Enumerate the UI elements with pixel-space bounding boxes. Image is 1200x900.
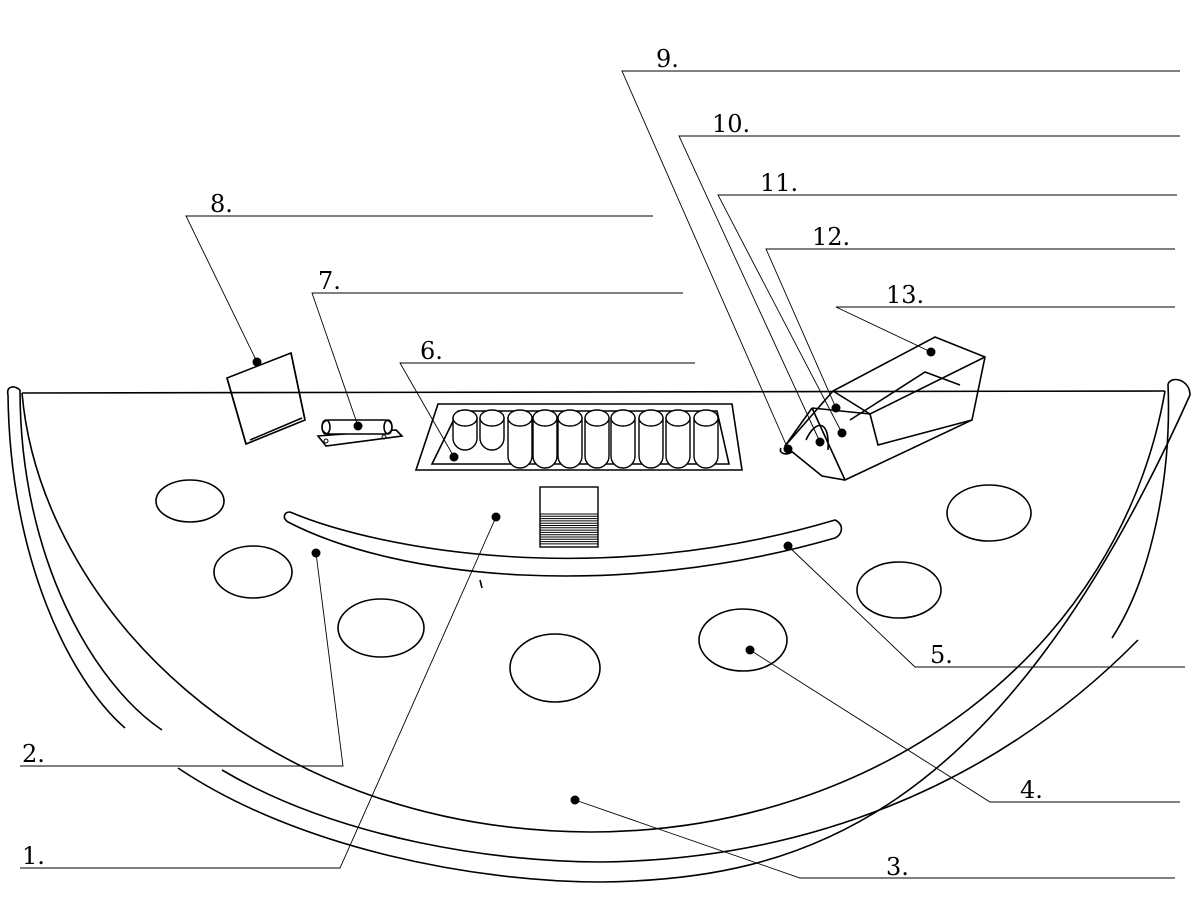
table-rail xyxy=(6,378,1191,883)
betting-spot-1 xyxy=(155,479,225,523)
label-9: 9. xyxy=(656,45,679,73)
label-6: 6. xyxy=(420,337,443,365)
number-labels: 1. 2. 3. 4. 5. 6. 7. 8. 9. 10. 11. 12. 1… xyxy=(22,45,1043,881)
label-13: 13. xyxy=(886,281,924,309)
leader-13 xyxy=(835,306,1175,353)
betting-spot-4 xyxy=(509,633,601,703)
dot-8 xyxy=(252,357,262,367)
chip-roll xyxy=(507,409,533,469)
leader-12 xyxy=(765,248,1175,409)
discard-holder xyxy=(226,351,306,446)
dot-6 xyxy=(449,452,459,462)
leader-lines xyxy=(20,70,1185,879)
betting-spot-7 xyxy=(946,484,1032,542)
betting-circles xyxy=(155,479,1032,703)
chip-roll xyxy=(584,409,610,469)
dot-7 xyxy=(353,421,363,431)
leader-10 xyxy=(678,135,1180,443)
leader-2 xyxy=(20,552,344,767)
table-surface xyxy=(21,390,1166,833)
card-shoe xyxy=(779,336,986,481)
leader-8 xyxy=(185,215,653,363)
dot-1 xyxy=(491,512,501,522)
dot-4 xyxy=(745,645,755,655)
insurance-line xyxy=(283,511,843,589)
dot-2 xyxy=(311,548,321,558)
chip-tray xyxy=(414,403,743,471)
betting-spot-2 xyxy=(213,545,293,599)
leader-3 xyxy=(574,799,1175,879)
label-3: 3. xyxy=(886,853,909,881)
label-11: 11. xyxy=(760,169,798,197)
label-1: 1. xyxy=(22,842,45,870)
chip-roll xyxy=(532,409,558,469)
leader-11 xyxy=(717,194,1177,434)
label-8: 8. xyxy=(210,190,233,218)
dot-12 xyxy=(831,403,841,413)
chip-roll xyxy=(665,409,691,469)
leader-4 xyxy=(749,649,1180,803)
dot-3 xyxy=(570,795,580,805)
dot-9 xyxy=(783,444,793,454)
leader-9 xyxy=(621,70,1180,450)
label-10: 10. xyxy=(712,110,750,138)
chip-roll xyxy=(638,409,664,469)
label-12: 12. xyxy=(812,223,850,251)
leader-1 xyxy=(20,516,497,869)
leader-6 xyxy=(399,362,695,458)
chip-roll xyxy=(557,409,583,469)
leader-dots xyxy=(252,347,936,805)
label-4: 4. xyxy=(1020,776,1043,804)
dot-13 xyxy=(926,347,936,357)
label-5: 5. xyxy=(930,641,953,669)
chip-roll xyxy=(452,409,478,451)
chip-roll xyxy=(693,409,719,469)
chip-roll xyxy=(610,409,636,469)
leader-7 xyxy=(311,292,683,427)
betting-spot-5 xyxy=(698,608,788,672)
label-7: 7. xyxy=(318,267,341,295)
chip-roll xyxy=(479,409,505,451)
betting-spot-6 xyxy=(856,561,942,619)
dot-5 xyxy=(783,541,793,551)
leader-5 xyxy=(787,545,1185,668)
card-stack xyxy=(539,486,599,548)
dot-11 xyxy=(837,428,847,438)
betting-spot-3 xyxy=(337,598,425,658)
dot-10 xyxy=(815,437,825,447)
label-2: 2. xyxy=(22,740,45,768)
